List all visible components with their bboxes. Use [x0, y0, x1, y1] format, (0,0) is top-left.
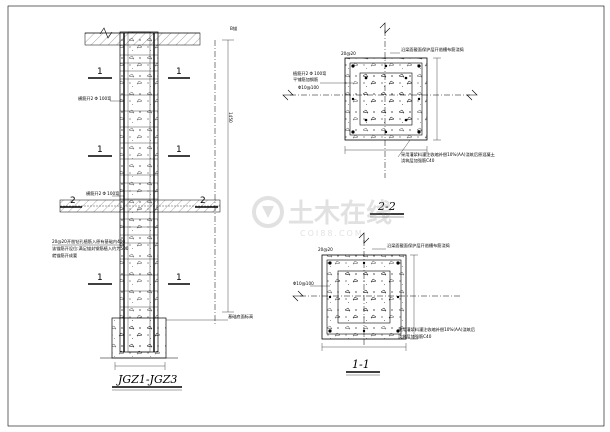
svg-text:采用灌浆料灌注收缩补偿10%(AA)浇筑后: 采用灌浆料灌注收缩补偿10%(AA)浇筑后: [398, 326, 475, 333]
elevation-title: JGZ1-JGZ3: [116, 373, 177, 386]
section-mark-1a: 1 1: [88, 67, 190, 79]
section-2-2: 20@20 沿梁面截面保护层开凿槽布筋浇捣 植筋开2 Φ 100弯 平铺筋加钢筋…: [282, 22, 495, 218]
svg-text:COI88.COM: COI88.COM: [300, 229, 364, 238]
svg-text:浇筑层加强筋C40: 浇筑层加强筋C40: [398, 333, 432, 340]
original-column-1: [337, 270, 391, 324]
svg-text:植筋开2 Φ 100弯: 植筋开2 Φ 100弯: [293, 70, 326, 77]
hatch-label-2: 横筋开2 Φ 100弯: [86, 190, 119, 197]
hatch-label-1: 横筋开2 Φ 100弯: [78, 95, 111, 102]
elevation-view: 1 1 1 1 1 1 2 2 1450 B锚 横筋开2 Φ 100弯: [52, 25, 253, 391]
svg-text:土木在线: 土木在线: [288, 199, 392, 229]
svg-text:浇筑层加强筋C40: 浇筑层加强筋C40: [401, 157, 435, 164]
svg-text:Φ10@100: Φ10@100: [298, 85, 319, 90]
svg-text:1: 1: [176, 273, 182, 283]
svg-text:1450: 1450: [228, 112, 233, 123]
svg-text:2: 2: [70, 196, 76, 206]
svg-text:就锚筋开成要: 就锚筋开成要: [52, 252, 77, 259]
foundation-label: 基础底面标高: [228, 313, 253, 320]
column-jacket: [119, 31, 159, 353]
svg-text:20@20开凿钻孔植筋入原有基础内400: 20@20开凿钻孔植筋入原有基础内400: [52, 238, 125, 245]
svg-text:20@20: 20@20: [341, 51, 356, 56]
svg-text:1: 1: [97, 67, 103, 77]
svg-text:Φ10@100: Φ10@100: [293, 281, 314, 286]
svg-text:1: 1: [97, 145, 103, 155]
svg-text:1: 1: [97, 273, 103, 283]
watermark: 土木在线 COI88.COM: [252, 196, 392, 238]
stirrups: [120, 54, 158, 308]
section-mark-1b: 1 1: [88, 145, 190, 157]
elevation-note: 20@20开凿钻孔植筋入原有基础内400 该锚筋开设位:满足锚封钢筋植入约为50…: [52, 238, 129, 259]
section-mark-1c: 1 1: [88, 273, 190, 285]
original-column-2: [359, 72, 413, 126]
svg-text:1: 1: [176, 145, 182, 155]
rebar-dots-2: [351, 64, 421, 134]
svg-text:平铺筋加钢筋: 平铺筋加钢筋: [293, 76, 318, 83]
footing: [111, 317, 167, 359]
note-top-2: 沿梁面截面保护层开凿槽布筋浇捣: [401, 46, 464, 53]
svg-text:2: 2: [200, 196, 206, 206]
top-label: B锚: [230, 25, 237, 32]
section-1-1-title: 1-1: [352, 358, 370, 371]
svg-text:该锚筋开设位:满足锚封钢筋植入约为500: 该锚筋开设位:满足锚封钢筋植入约为500: [52, 245, 129, 252]
svg-text:采用灌浆料灌注收缩补偿10%(AA)浇筑后原混凝土: 采用灌浆料灌注收缩补偿10%(AA)浇筑后原混凝土: [401, 151, 495, 158]
section-mark-2: 2 2: [60, 196, 218, 208]
svg-text:20@20: 20@20: [318, 247, 333, 252]
sheet-border: [7, 5, 605, 427]
rebar-dots-1: [328, 261, 400, 333]
section-2-2-title: 2-2: [377, 200, 396, 213]
note-top-1: 沿梁面截面保护层开凿槽布筋浇捣: [387, 242, 450, 249]
svg-text:1: 1: [176, 67, 182, 77]
section-1-1: 20@20 沿梁面截面保护层开凿槽布筋浇捣 Φ10@100 采用灌浆料灌注收缩补…: [292, 232, 475, 376]
